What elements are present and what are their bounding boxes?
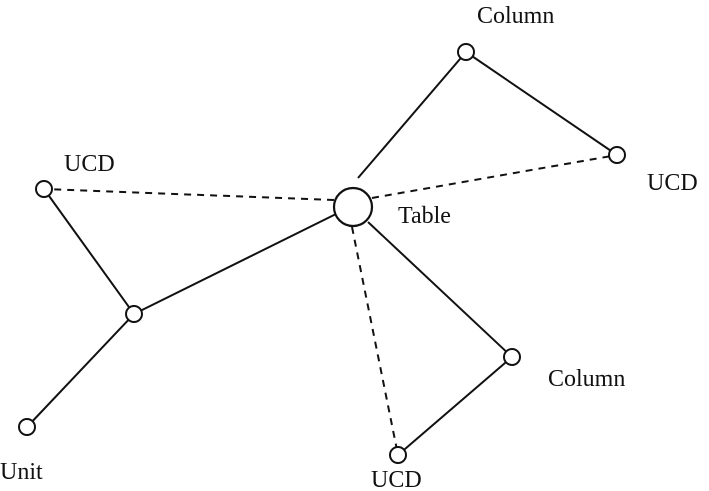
edge-column-top-ucd-right bbox=[465, 51, 618, 156]
node-unit bbox=[18, 418, 36, 436]
label-column-top: Column bbox=[477, 3, 554, 29]
edge-table-column-top bbox=[357, 51, 467, 179]
edge-table-joint bbox=[133, 213, 337, 315]
label-column-bottom: Column bbox=[548, 366, 625, 392]
edges bbox=[26, 51, 618, 456]
node-ucd-bottom bbox=[389, 446, 407, 464]
label-table: Table bbox=[398, 203, 451, 229]
label-unit: Unit bbox=[0, 459, 43, 485]
node-ucd-right bbox=[608, 146, 626, 164]
node-column-bottom bbox=[503, 348, 521, 366]
edge-column-bottom-ucd-bottom bbox=[397, 356, 513, 456]
node-column-top bbox=[457, 43, 475, 61]
edge-table-ucd-left bbox=[43, 188, 335, 201]
label-ucd-bottom: UCD bbox=[371, 467, 422, 491]
edge-table-column-bottom bbox=[367, 221, 513, 358]
label-ucd-right: UCD bbox=[647, 170, 698, 196]
node-joint bbox=[125, 305, 143, 323]
edge-table-ucd-right bbox=[371, 154, 618, 199]
node-ucd-left bbox=[35, 180, 53, 198]
node-table bbox=[332, 186, 374, 228]
labels: Table Column UCD UCD Unit Column UCD bbox=[0, 3, 698, 491]
edge-joint-ucd-left bbox=[43, 188, 135, 315]
edge-joint-unit bbox=[26, 313, 135, 428]
label-ucd-left: UCD bbox=[64, 151, 115, 177]
edge-table-ucd-bottom bbox=[351, 226, 399, 456]
nodes bbox=[18, 43, 626, 464]
